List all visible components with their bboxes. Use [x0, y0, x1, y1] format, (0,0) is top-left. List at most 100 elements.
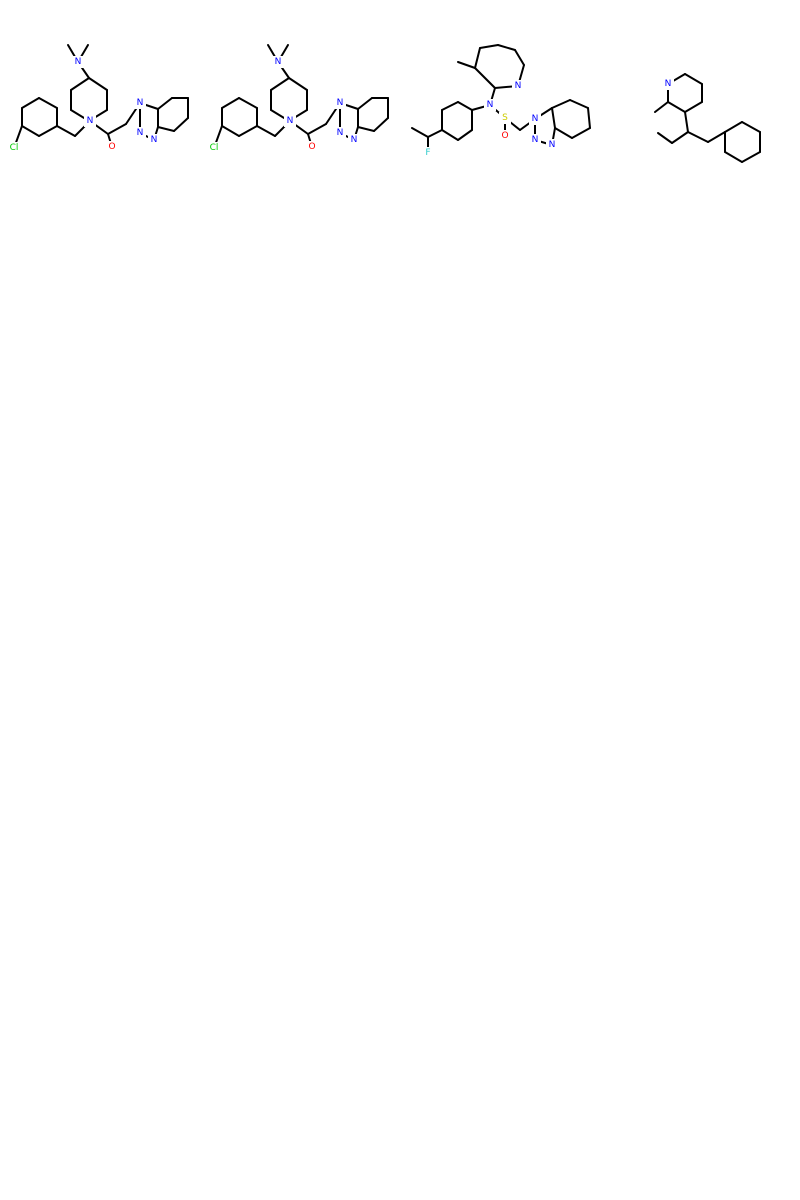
atom-label-bg: [272, 56, 284, 68]
atom-label: N: [337, 128, 344, 138]
bond-line: [38, 125, 58, 137]
atom-label: N: [137, 128, 144, 138]
bond-line: [684, 111, 689, 133]
bond-line: [554, 127, 573, 139]
bond-line: [474, 67, 496, 89]
atom-label-bg: [134, 127, 146, 139]
atom-label-bg: [8, 142, 20, 154]
bond-line: [654, 101, 669, 113]
atom-label-bg: [546, 139, 558, 151]
bond-line: [411, 127, 429, 138]
atom-label: Cl: [10, 143, 19, 153]
bond-line: [21, 125, 40, 137]
bond-line: [373, 117, 389, 132]
atom-label-bg: [529, 134, 541, 146]
bond-line: [497, 44, 516, 51]
bond-line: [238, 97, 258, 109]
atom-label: O: [108, 142, 115, 152]
bond-line: [571, 127, 591, 139]
bond-line: [357, 126, 375, 132]
atom-label-bg: [306, 141, 318, 153]
molecule-cell: N: [600, 0, 800, 200]
atom-label-bg: [84, 115, 96, 127]
atom-label-bg: [334, 97, 346, 109]
bond-line: [221, 125, 240, 137]
bond-line: [38, 97, 58, 109]
atom-label: N: [275, 57, 282, 67]
atom-label: O: [501, 131, 508, 141]
bond-line: [457, 129, 473, 141]
bond-line: [457, 61, 476, 69]
atom-label: N: [287, 116, 294, 126]
bond-line: [457, 101, 473, 111]
bond-line: [741, 121, 761, 133]
bond-line: [667, 101, 686, 113]
atom-label-bg: [284, 115, 296, 127]
bond-line: [569, 99, 589, 109]
atom-label: S: [502, 113, 508, 123]
bond-line: [427, 129, 443, 138]
bond-line: [307, 123, 327, 135]
atom-label: Cl: [210, 143, 219, 153]
atom-label-bg: [348, 134, 360, 146]
bond-line: [724, 151, 743, 163]
atom-label-bg: [148, 134, 160, 146]
atom-label: N: [137, 98, 144, 108]
bond-line: [441, 129, 459, 141]
bond-line: [479, 44, 499, 49]
atom-label-bg: [499, 130, 511, 142]
bond-line: [684, 73, 703, 85]
atom-label-bg: [499, 112, 511, 124]
atom-label-bg: [512, 80, 524, 92]
bond-line: [707, 131, 726, 143]
bond-line: [474, 47, 481, 69]
atom-label: N: [665, 79, 672, 89]
bond-line: [221, 97, 240, 109]
bond-line: [514, 49, 525, 66]
atom-label-bg: [662, 78, 674, 90]
atom-label: F: [425, 148, 430, 158]
atom-label: N: [487, 100, 494, 110]
bond-line: [671, 131, 689, 144]
bond-line: [107, 123, 127, 135]
atom-label: N: [75, 57, 82, 67]
bond-line: [551, 99, 571, 109]
atom-label: N: [549, 140, 556, 150]
bond-line: [741, 151, 761, 163]
bond-line: [173, 117, 189, 132]
bond-line: [684, 101, 703, 113]
bond-line: [288, 77, 308, 91]
atom-label: N: [532, 114, 539, 124]
bond-line: [724, 121, 743, 133]
atom-label: N: [87, 116, 94, 126]
bond-line: [256, 125, 276, 137]
bond-line: [441, 101, 459, 111]
molecule-structure: N: [654, 73, 761, 163]
bond-line: [238, 125, 258, 137]
atom-label-bg: [484, 99, 496, 111]
bond-line: [157, 97, 173, 110]
bond-line: [270, 77, 290, 91]
bond-line: [157, 126, 175, 132]
bond-line: [56, 125, 76, 137]
atom-label-bg: [334, 127, 346, 139]
atom-label-bg: [208, 142, 220, 154]
atom-label-bg: [134, 97, 146, 109]
atom-label-bg: [529, 113, 541, 125]
atom-label: N: [532, 135, 539, 145]
atom-label: N: [151, 135, 158, 145]
atom-label-bg: [72, 56, 84, 68]
bond-line: [587, 107, 591, 129]
atom-label-bg: [422, 147, 434, 159]
bond-line: [70, 77, 90, 91]
bond-line: [21, 97, 40, 109]
bond-line: [551, 107, 556, 129]
atom-label-bg: [106, 141, 118, 153]
